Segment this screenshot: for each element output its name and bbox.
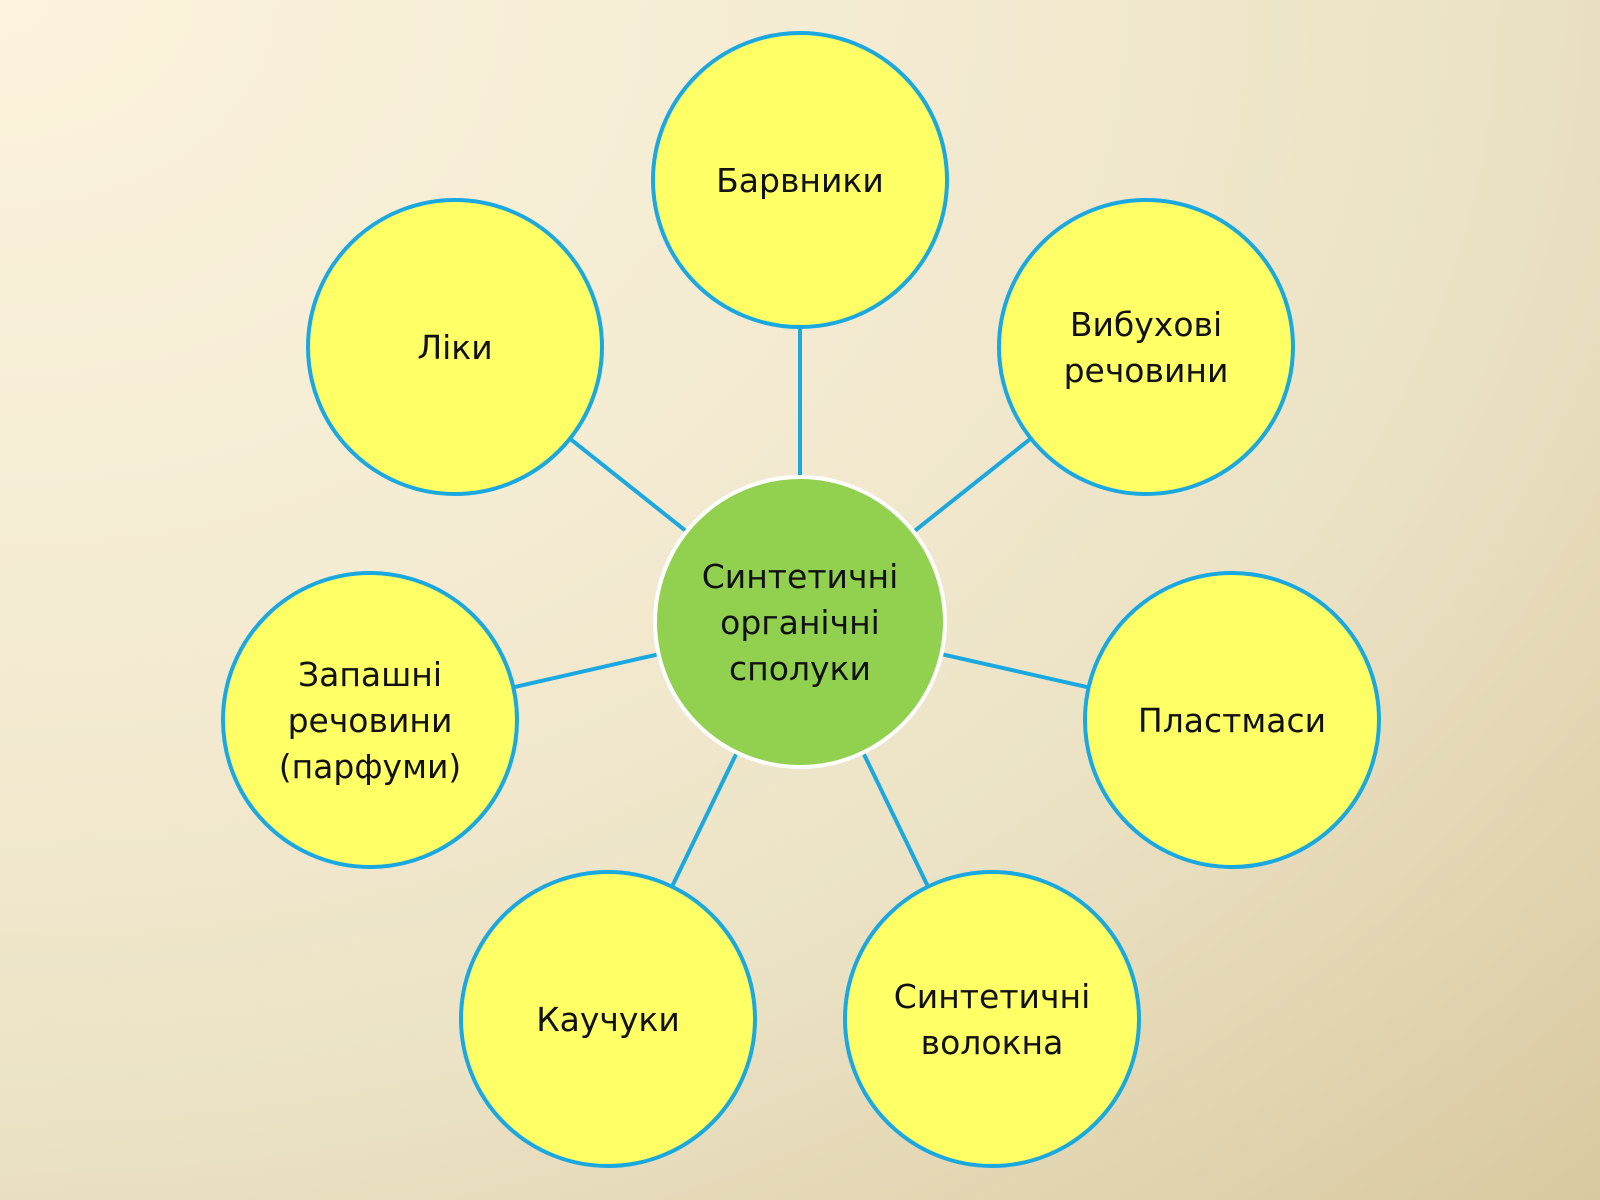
center-node-label-line-1: Синтетичні bbox=[702, 557, 899, 596]
node-label-parfumy-line-2: речовини bbox=[288, 701, 453, 740]
node-label-volokna-line-2: волокна bbox=[921, 1023, 1064, 1062]
node-label-plastmasy-line-1: Пластмаси bbox=[1138, 701, 1326, 740]
connector-liky bbox=[568, 437, 687, 532]
node-vybukhovi: Вибухові речовини bbox=[997, 198, 1295, 496]
node-circle-liky bbox=[306, 198, 604, 496]
node-label-kauchuky-line-1: Каучуки bbox=[536, 1000, 680, 1039]
node-label-vybukhovi-line-1: Вибухові bbox=[1070, 305, 1222, 344]
connector-vybukhovi bbox=[913, 436, 1033, 533]
node-label-parfumy-line-1: Запашні bbox=[298, 655, 442, 694]
connector-kauchuky bbox=[670, 753, 738, 888]
center-node-label-line-2: органічні bbox=[720, 603, 880, 642]
node-circle-parfumy bbox=[221, 571, 519, 869]
connectors bbox=[512, 327, 1090, 888]
node-kauchuky: Каучуки bbox=[459, 870, 757, 1168]
center-node-circle bbox=[653, 475, 947, 769]
node-label-barvnyky-line-1: Барвники bbox=[716, 161, 884, 200]
connector-volokna bbox=[862, 753, 930, 888]
connector-plastmasy bbox=[942, 652, 1090, 690]
node-label-vybukhovi-line-2: речовини bbox=[1064, 351, 1229, 390]
node-circle-kauchuky bbox=[459, 870, 757, 1168]
node-liky: Ліки bbox=[306, 198, 604, 496]
node-circle-barvnyky bbox=[651, 31, 949, 329]
node-circle-plastmasy bbox=[1083, 571, 1381, 869]
node-circle-vybukhovi bbox=[997, 198, 1295, 496]
center-node-group: Синтетичні органічні сполуки bbox=[653, 475, 947, 769]
node-parfumy: Запашні речовини (парфуми) bbox=[221, 571, 519, 869]
node-plastmasy: Пластмаси bbox=[1083, 571, 1381, 869]
nodes: БарвникиВибуховіречовиниПластмасиСинтети… bbox=[221, 31, 1381, 1168]
node-barvnyky: Барвники bbox=[651, 31, 949, 329]
node-label-parfumy-line-3: (парфуми) bbox=[279, 747, 462, 786]
connector-parfumy bbox=[512, 652, 658, 690]
node-circle-volokna bbox=[843, 870, 1141, 1168]
node-label-volokna-line-1: Синтетичні bbox=[894, 977, 1091, 1016]
node-label-liky-line-1: Ліки bbox=[417, 328, 492, 367]
center-node-label-line-3: сполуки bbox=[729, 649, 871, 688]
node-volokna: Синтетичні волокна bbox=[843, 870, 1141, 1168]
